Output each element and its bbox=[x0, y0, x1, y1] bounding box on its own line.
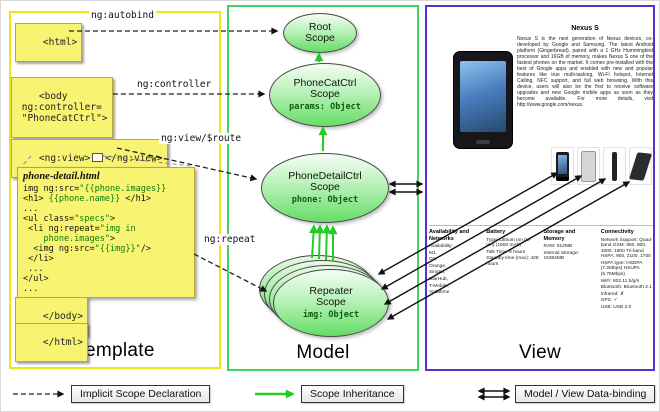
code-line: phone.images"> bbox=[23, 234, 116, 244]
code-title: phone-detail.html bbox=[23, 171, 100, 182]
legend-binding-text: Model / View Data-binding bbox=[524, 388, 647, 400]
view-placeholder-icon bbox=[92, 153, 104, 162]
legend-inheritance-label: Scope Inheritance bbox=[301, 385, 404, 403]
spec-item: Internal Storage: 16384MB bbox=[543, 250, 579, 262]
thumbnail-front bbox=[551, 147, 574, 185]
ngview-open-text: <ng:view> bbox=[38, 153, 91, 164]
spec-item: Type: Lithium Ion (Li-Ion) (1500 mAh) bbox=[486, 237, 532, 249]
phonecatctrl-scope-ellipse: PhoneCatCtrl Scope params: Object bbox=[269, 63, 381, 127]
spec-item: Singtel, bbox=[429, 270, 445, 276]
code-line: ... bbox=[23, 264, 44, 274]
spec-item: Availability: bbox=[429, 244, 453, 249]
code-line: <li ng:repeat="img in bbox=[23, 224, 136, 234]
spec-item: M1, bbox=[429, 250, 437, 256]
root-scope-name: Root Scope bbox=[305, 21, 335, 44]
spec-item: WiFi: 802.11 b/g/n bbox=[600, 278, 640, 284]
thumbnail-back bbox=[577, 147, 600, 185]
code-line: </ul> bbox=[23, 274, 49, 284]
code-line: img ng:src="{{phone.images}} bbox=[23, 184, 167, 194]
phone-description: Nexus S is the next generation of Nexus … bbox=[517, 36, 653, 108]
code-line: <ul class="specs"> bbox=[23, 214, 116, 224]
phone-home-key bbox=[476, 140, 490, 144]
phone-detail-template-box: phone-detail.html img ng:src="{{phone.im… bbox=[17, 167, 195, 298]
code-line: </li> bbox=[23, 254, 54, 264]
html-open-tag-text: <html> bbox=[42, 37, 78, 48]
root-scope-ellipse: Root Scope bbox=[283, 13, 357, 53]
phonecatctrl-scope-name: PhoneCatCtrl Scope bbox=[293, 77, 357, 100]
spec-item: GPS: ✓ bbox=[600, 298, 618, 304]
html-close-tag-box: </html> bbox=[15, 323, 88, 362]
spec-header: Availability and Networks bbox=[429, 229, 470, 242]
phone-title: Nexus S bbox=[571, 25, 599, 32]
phone-back-icon bbox=[581, 150, 596, 182]
phone-side-icon bbox=[612, 151, 617, 181]
code-line: ... bbox=[23, 284, 39, 294]
phonedetailctrl-scope-name: PhoneDetailCtrl Scope bbox=[288, 170, 362, 193]
thumbnail-angle bbox=[628, 147, 653, 185]
spec-item: RAM: 512MB bbox=[543, 244, 573, 249]
repeater-scope-prop: img: Object bbox=[302, 310, 360, 320]
ng-repeat-label: ng:repeat bbox=[202, 234, 258, 245]
code-lines: img ng:src="{{phone.images}}<h1> {{phone… bbox=[23, 184, 189, 294]
ngview-close-text: </ng:view> bbox=[105, 153, 163, 164]
phonedetailctrl-scope-prop: phone: Object bbox=[291, 195, 359, 205]
view-panel-label: View bbox=[518, 342, 562, 363]
html-close-tag-text: </html> bbox=[42, 337, 83, 348]
spec-item: Bluetooth: Bluetooth 2.1 bbox=[600, 285, 652, 291]
spec-item: USB: USB 2.0 bbox=[600, 305, 632, 311]
legend-implicit-label: Implicit Scope Declaration bbox=[71, 385, 211, 403]
phone-screen bbox=[460, 61, 506, 132]
code-line: ... bbox=[23, 204, 39, 214]
spec-item: T-Mobile, bbox=[429, 283, 449, 289]
phone-front-icon bbox=[556, 151, 569, 181]
repeater-scope-name: Repeater Scope bbox=[309, 285, 353, 308]
phone-angle-icon bbox=[628, 151, 653, 181]
body-open-tag-text: <body ng:controller= "PhoneCatCtrl"> bbox=[21, 91, 108, 124]
spec-item: Standby time (max): 428 hours bbox=[486, 256, 539, 267]
legend-implicit-text: Implicit Scope Declaration bbox=[80, 388, 202, 400]
legend-binding-label: Model / View Data-binding bbox=[515, 385, 656, 403]
spec-item: HSPA type: HSDPA (7.2Mbps) HSUPA (5.76Mb… bbox=[600, 260, 643, 278]
phonedetailctrl-scope-ellipse: PhoneDetailCtrl Scope phone: Object bbox=[261, 153, 389, 223]
phone-main-image bbox=[453, 51, 513, 149]
ng-view-route-label: ng:view/$route bbox=[159, 133, 244, 144]
repeater-scope-ellipse: Repeater Scope img: Object bbox=[273, 269, 389, 337]
code-line: <img ng:src="{{img}}"/> bbox=[23, 244, 151, 254]
spec-header: Storage and Memory bbox=[543, 229, 576, 242]
legend-inheritance-text: Scope Inheritance bbox=[310, 388, 395, 400]
spec-item: Vodafone bbox=[429, 290, 450, 296]
code-line: <h1> {{phone.name}} </h1> bbox=[23, 194, 151, 204]
thumbnail-side bbox=[603, 147, 626, 185]
spec-item: Network Support: Quad-band GSM: 850, 900… bbox=[600, 237, 653, 260]
body-close-tag-text: </body> bbox=[42, 311, 83, 322]
spec-item: StarHub, bbox=[429, 276, 448, 282]
spec-item: Infrared: ✗ bbox=[600, 291, 624, 297]
model-panel-label: Model bbox=[296, 342, 350, 363]
spec-item: O2, bbox=[429, 257, 437, 263]
spec-item: Orange, bbox=[429, 263, 447, 269]
spec-item: Talk Time: 6 hours bbox=[486, 249, 526, 255]
spec-header: Connectivity bbox=[600, 229, 634, 235]
phonecatctrl-scope-prop: params: Object bbox=[289, 102, 361, 112]
body-open-tag-box: <body ng:controller= "PhoneCatCtrl"> bbox=[11, 77, 113, 138]
phone-thumbnails bbox=[551, 147, 653, 185]
html-open-tag-box: <html> bbox=[15, 23, 83, 62]
ng-controller-label: ng:controller bbox=[135, 79, 214, 90]
spec-header: Battery bbox=[486, 229, 506, 235]
template-panel-label: Template bbox=[75, 340, 155, 361]
ng-autobind-label: ng:autobind bbox=[89, 10, 156, 21]
